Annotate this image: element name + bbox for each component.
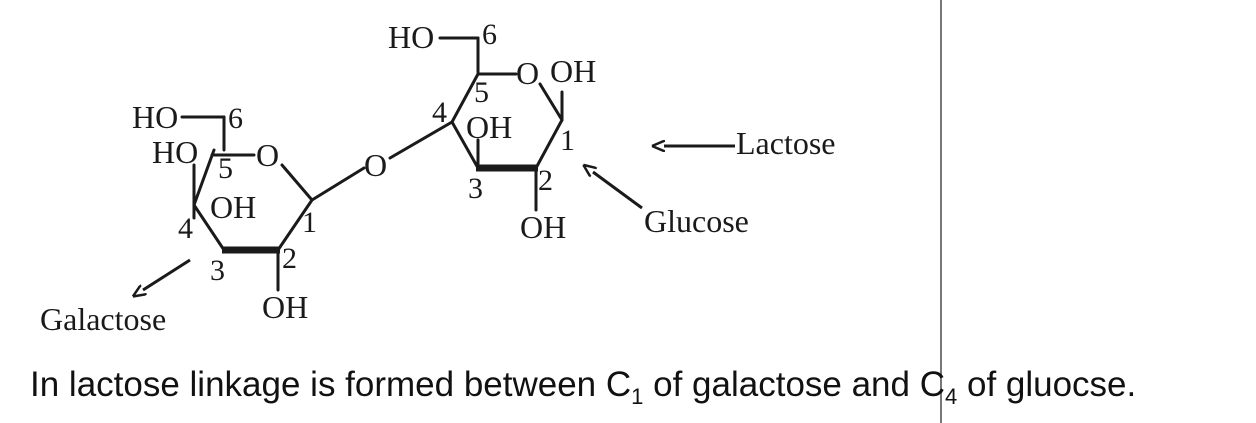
galactose-c4-number: 4 xyxy=(178,212,193,245)
galactose-c5-number: 5 xyxy=(218,152,233,185)
glucose-c1-number: 1 xyxy=(560,124,575,157)
galactose-c3-number: 3 xyxy=(210,254,225,287)
bond xyxy=(534,118,564,170)
glucose-c5-number: 5 xyxy=(474,76,489,109)
caption-subscript: 1 xyxy=(631,384,644,409)
galactose-ho-c4: HO xyxy=(152,134,198,170)
bond xyxy=(192,203,226,252)
vertical-divider xyxy=(940,0,942,423)
caption-text: In lactose linkage is formed between C1 … xyxy=(30,365,1136,410)
caption-subscript: 4 xyxy=(945,384,958,409)
bond xyxy=(276,198,314,252)
glucose-label: Glucose xyxy=(644,203,749,239)
galactose-c2-number: 2 xyxy=(282,242,297,275)
caption-part: of gluocse. xyxy=(957,365,1137,404)
glucose-c3-number: 3 xyxy=(468,172,483,205)
bond xyxy=(310,166,366,202)
bond xyxy=(192,148,216,207)
galactose-oh-inner: OH xyxy=(210,189,256,225)
bond xyxy=(538,82,564,122)
bond xyxy=(388,120,454,160)
bond xyxy=(450,120,480,170)
caption-part: In lactose linkage is formed between C xyxy=(30,365,632,404)
glucose-oh-c2: OH xyxy=(520,209,566,245)
bond xyxy=(450,72,480,124)
glucose-arrow xyxy=(593,172,643,210)
glycosidic-oxygen: O xyxy=(364,147,387,183)
glucose-label-group: Glucose xyxy=(593,172,749,239)
glycosidic-linkage: O xyxy=(310,120,454,202)
galactose-label: Galactose xyxy=(40,301,166,337)
lactose-label: Lactose xyxy=(736,125,836,161)
bond xyxy=(280,163,314,202)
galactose-label-group: Galactose xyxy=(40,258,191,337)
glucose-c2-number: 2 xyxy=(538,164,553,197)
glucose-c4-number: 4 xyxy=(432,96,447,129)
glucose-oh-c1: OH xyxy=(550,53,596,89)
caption-part: of galactose and C xyxy=(643,365,945,404)
lactose-label-group: Lactose xyxy=(664,125,836,161)
glucose-ho-c6: HO xyxy=(388,19,434,55)
galactose-c1-number: 1 xyxy=(302,206,317,239)
galactose-c6-number: 6 xyxy=(228,102,243,135)
glucose-oh-inner: OH xyxy=(466,109,512,145)
glucose-ring: HO 6 O OH 5 4 OH 3 1 2 OH xyxy=(388,18,596,245)
glucose-ring-oxygen: O xyxy=(516,55,539,91)
galactose-arrow xyxy=(143,258,191,290)
glucose-c6-number: 6 xyxy=(482,18,497,51)
galactose-oh-c2: OH xyxy=(262,289,308,325)
galactose-ring-oxygen: O xyxy=(256,137,279,173)
galactose-ho-c6: HO xyxy=(132,99,178,135)
galactose-ring: HO 6 HO O 5 OH 4 3 1 2 OH xyxy=(132,99,317,325)
